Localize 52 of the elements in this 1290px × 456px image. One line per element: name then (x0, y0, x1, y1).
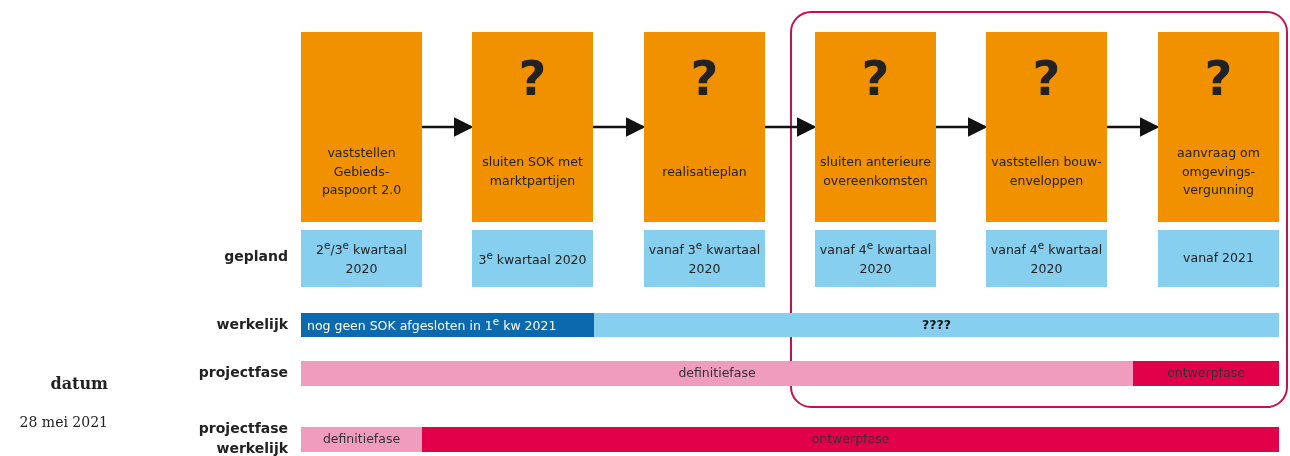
date-label: vanaf 4$^{e}$ kwartaal 2020 (989, 238, 1104, 279)
step-label: sluiten anterieure overeenkomsten (819, 153, 932, 190)
date-label: 3$^{e}$ kwartaal 2020 (478, 247, 587, 269)
timeline-bar (301, 313, 594, 337)
date-heading: datum (50, 374, 108, 393)
step-label: realisatieplan (662, 162, 747, 181)
row-label: projectfase werkelijk (197, 419, 288, 456)
process-box (1158, 32, 1279, 222)
process-box (301, 32, 422, 222)
question-mark: ? (1032, 50, 1061, 106)
question-mark: ? (1204, 50, 1233, 106)
planned-date-box (301, 230, 422, 287)
date-label: 2$^{e}$/3$^{e}$ kwartaal 2020 (315, 238, 408, 279)
question-mark: ? (518, 50, 547, 106)
date-text: 28 mei 2021 (19, 414, 108, 430)
process-box (815, 32, 936, 222)
planned-date-box (986, 230, 1107, 287)
arrow (1107, 117, 1160, 137)
process-box (472, 32, 593, 222)
timeline-bar (594, 313, 1279, 337)
step-label: sluiten SOK met marktpartijen (481, 153, 584, 190)
step-label: vaststellen bouw- enveloppen (990, 153, 1103, 190)
arrow (422, 117, 474, 137)
process-box (986, 32, 1107, 222)
date-label: vanaf 4$^{e}$ kwartaal 2020 (818, 238, 933, 279)
bar-label: ontwerpfase (811, 430, 890, 449)
bar-label: ontwerpfase (1167, 364, 1245, 383)
process-box (644, 32, 765, 222)
bar-label: definitiefase (678, 364, 756, 383)
timeline-bar (422, 427, 1279, 452)
date-label: vanaf 2021 (1183, 249, 1254, 268)
date-label: vanaf 3$^{e}$ kwartaal 2020 (647, 238, 762, 279)
timeline-bar (1133, 361, 1279, 386)
planned-date-box (815, 230, 936, 287)
arrow (593, 117, 646, 137)
planned-date-box (472, 230, 593, 287)
arrow (765, 117, 817, 137)
bar-label: ???? (922, 315, 951, 334)
arrow (936, 117, 988, 137)
bar-label: nog geen SOK afgesloten in 1$^{e}$ kw 2021 (307, 314, 557, 336)
timeline-bar (301, 361, 1133, 386)
bar-label: definitiefase (322, 430, 401, 449)
question-mark: ? (690, 50, 719, 106)
planned-date-box (1158, 230, 1279, 287)
timeline-bar (301, 427, 422, 452)
row-label: projectfase (198, 364, 288, 380)
step-label: aanvraag om omgevings- vergunning (1176, 143, 1261, 200)
planned-date-box (644, 230, 765, 287)
row-label: gepland (224, 248, 288, 264)
question-mark: ? (861, 50, 890, 106)
step-label: vaststellen Gebieds- paspoort 2.0 (320, 143, 403, 200)
row-label: werkelijk (216, 316, 288, 332)
